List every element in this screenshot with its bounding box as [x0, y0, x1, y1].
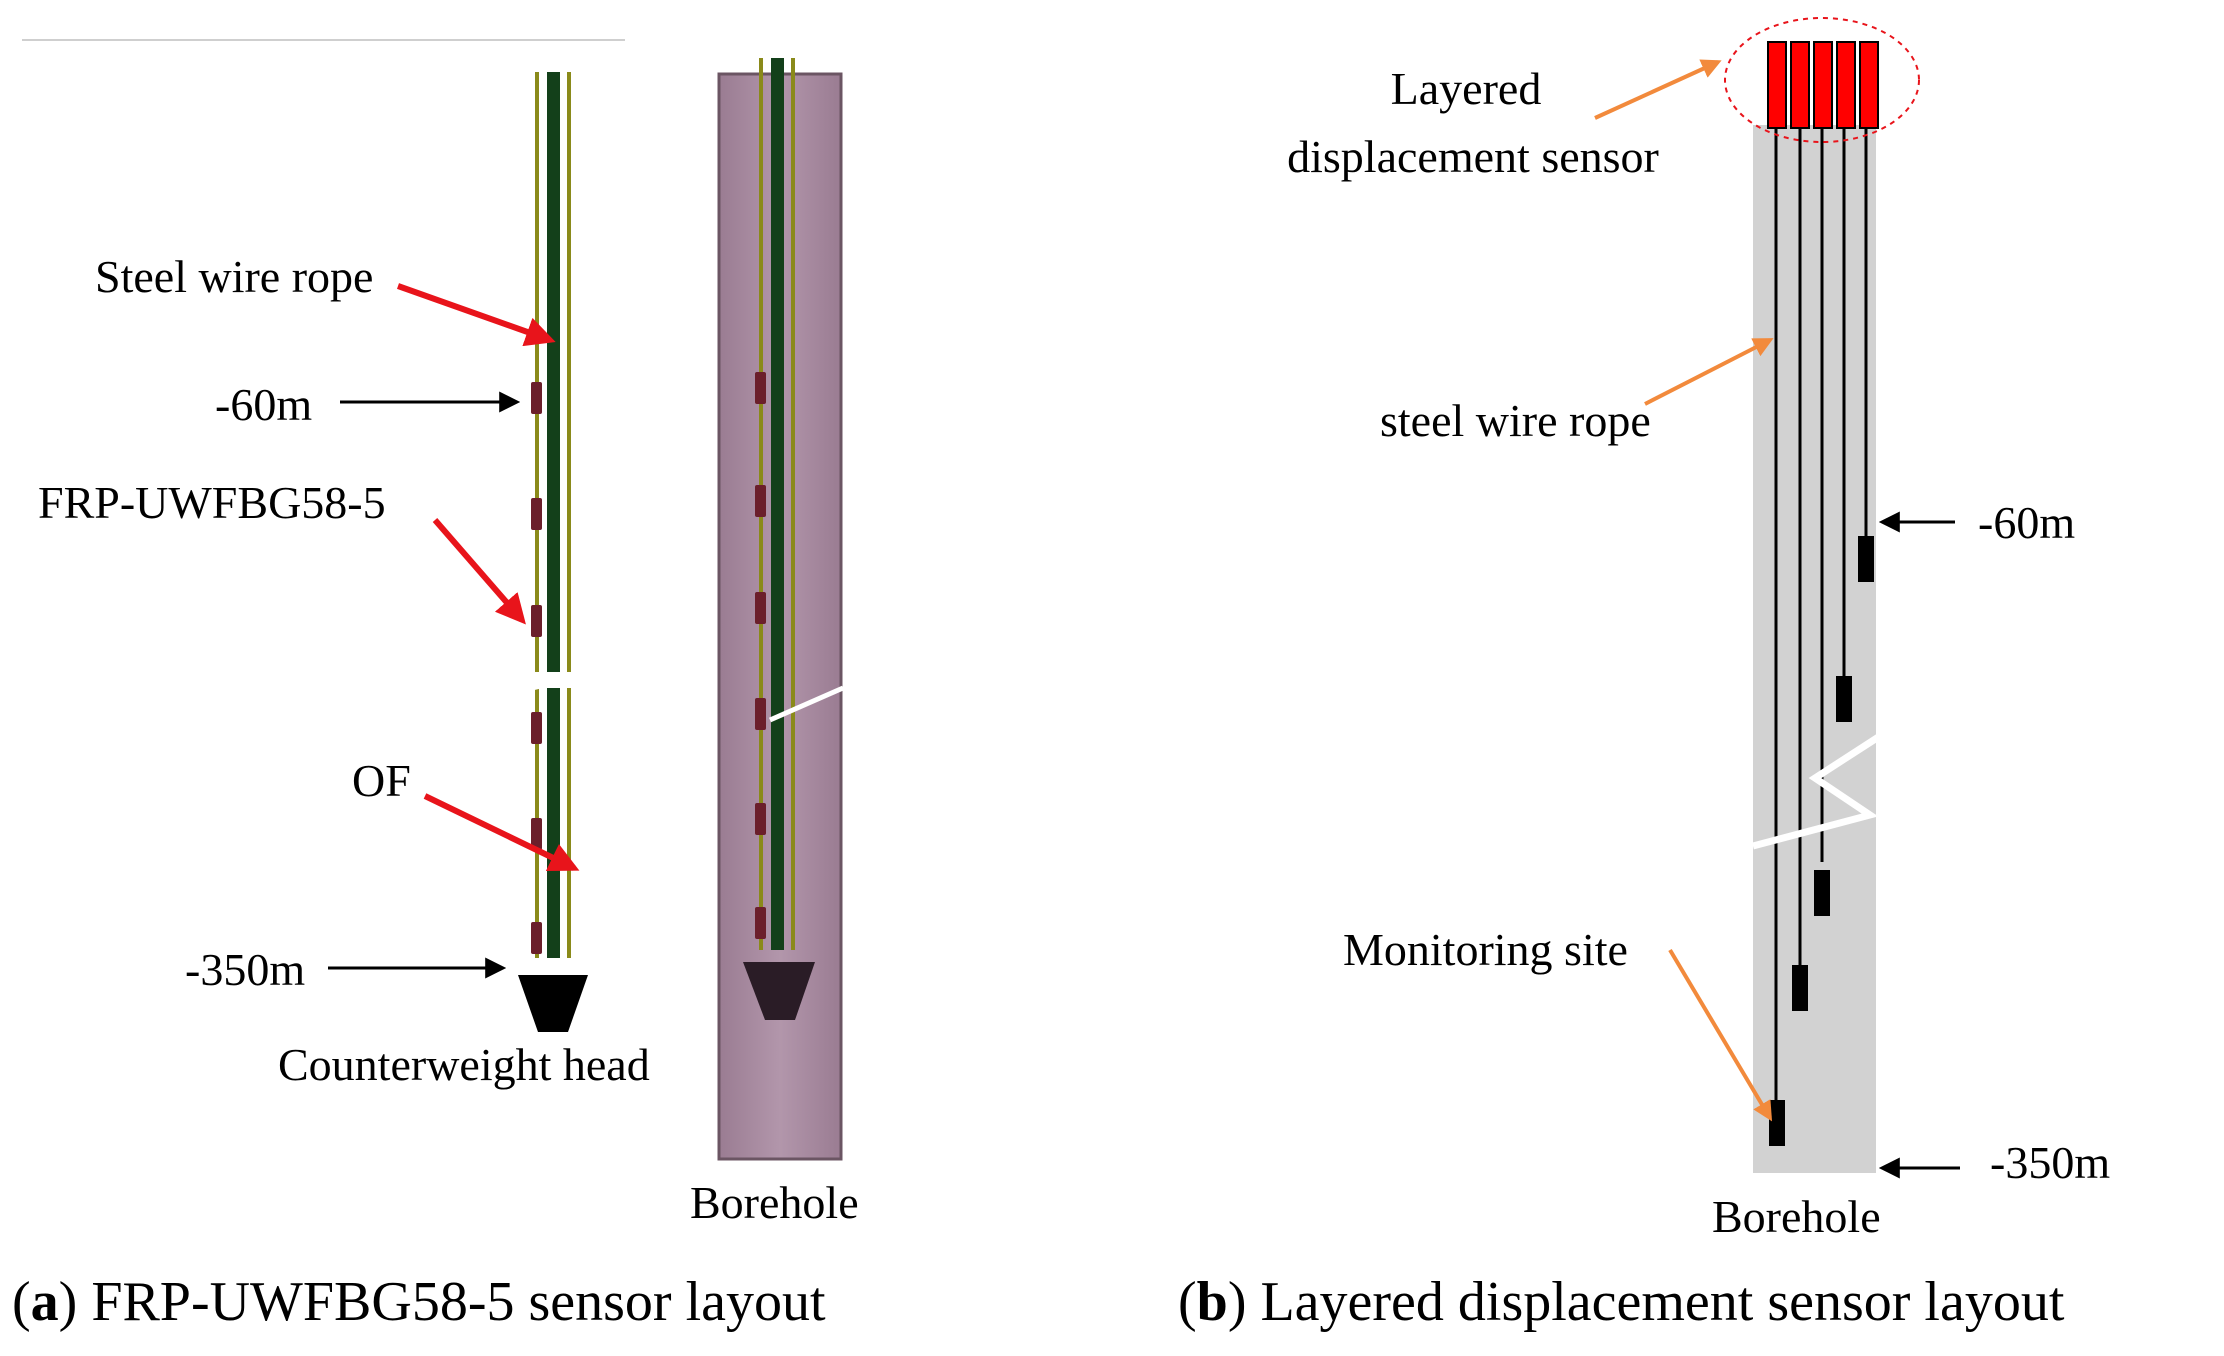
- label-depth-top-a: -60m: [215, 379, 312, 430]
- monitoring-anchor: [1814, 870, 1830, 916]
- borehole-b: [1753, 125, 1876, 1173]
- sensor-cable-a: [518, 72, 588, 1032]
- label-borehole-a: Borehole: [690, 1177, 859, 1228]
- monitoring-anchor: [1858, 536, 1874, 582]
- fracture-line-a: [527, 672, 579, 692]
- steel-wire-rope-arrow-b: [1644, 338, 1774, 406]
- label-sensor-line1: Layered: [1391, 63, 1542, 114]
- borehole-a: [717, 58, 845, 1161]
- label-counterweight-head: Counterweight head: [278, 1039, 650, 1090]
- counterweight-head-icon: [518, 975, 588, 1032]
- grating-marker: [755, 372, 766, 404]
- grating-marker: [531, 605, 542, 637]
- label-steel-wire-rope-b: steel wire rope: [1380, 395, 1651, 446]
- grating-marker: [531, 382, 542, 414]
- grating-marker: [755, 485, 766, 517]
- sensor-arrow: [1594, 59, 1722, 120]
- label-sensor-name: FRP-UWFBG58-5: [38, 477, 386, 528]
- sensor-highlight-ellipse: [1724, 17, 1920, 143]
- grating-marker: [531, 498, 542, 530]
- grating-marker: [531, 818, 542, 850]
- label-monitoring-site: Monitoring site: [1343, 924, 1628, 975]
- monitoring-site-arrow: [1668, 948, 1773, 1122]
- caption-b: (b) Layered displacement sensor layout: [1178, 1271, 2065, 1333]
- fracture-line-a-borehole: [768, 685, 845, 723]
- label-depth-bottom-b: -350m: [1990, 1137, 2110, 1188]
- label-of: OF: [352, 755, 411, 806]
- grating-marker: [531, 712, 542, 744]
- label-steel-wire-rope: Steel wire rope: [95, 251, 373, 302]
- monitoring-anchor: [1792, 965, 1808, 1011]
- fracture-line-b: [1752, 733, 1882, 850]
- label-depth-top-b: -60m: [1978, 497, 2075, 548]
- panel-b: Layered displacement sensor steel wire r…: [1178, 17, 2110, 1333]
- label-depth-bottom-a: -350m: [185, 944, 305, 995]
- steel-wire-rope-a: [547, 72, 560, 672]
- grating-marker: [755, 698, 766, 730]
- grating-marker: [755, 592, 766, 624]
- steel-wire-rope-arrow: [396, 283, 556, 347]
- layered-displacement-sensor-heads: [1767, 41, 1879, 129]
- sensor-name-arrow: [432, 518, 526, 625]
- panel-a: Steel wire rope -60m FRP-UWFBG58-5 OF -3…: [12, 58, 859, 1333]
- grating-marker: [531, 922, 542, 954]
- monitoring-anchor: [1836, 676, 1852, 722]
- steel-wire-ropes-b: [1774, 125, 1868, 1108]
- counterweight-head-icon: [743, 962, 815, 1020]
- grating-marker: [755, 803, 766, 835]
- caption-a: (a) FRP-UWFBG58-5 sensor layout: [12, 1271, 826, 1333]
- monitoring-anchor: [1769, 1100, 1785, 1146]
- label-sensor-line2: displacement sensor: [1287, 131, 1659, 182]
- grating-marker: [755, 907, 766, 939]
- of-arrow: [423, 793, 580, 872]
- label-borehole-b: Borehole: [1712, 1191, 1881, 1242]
